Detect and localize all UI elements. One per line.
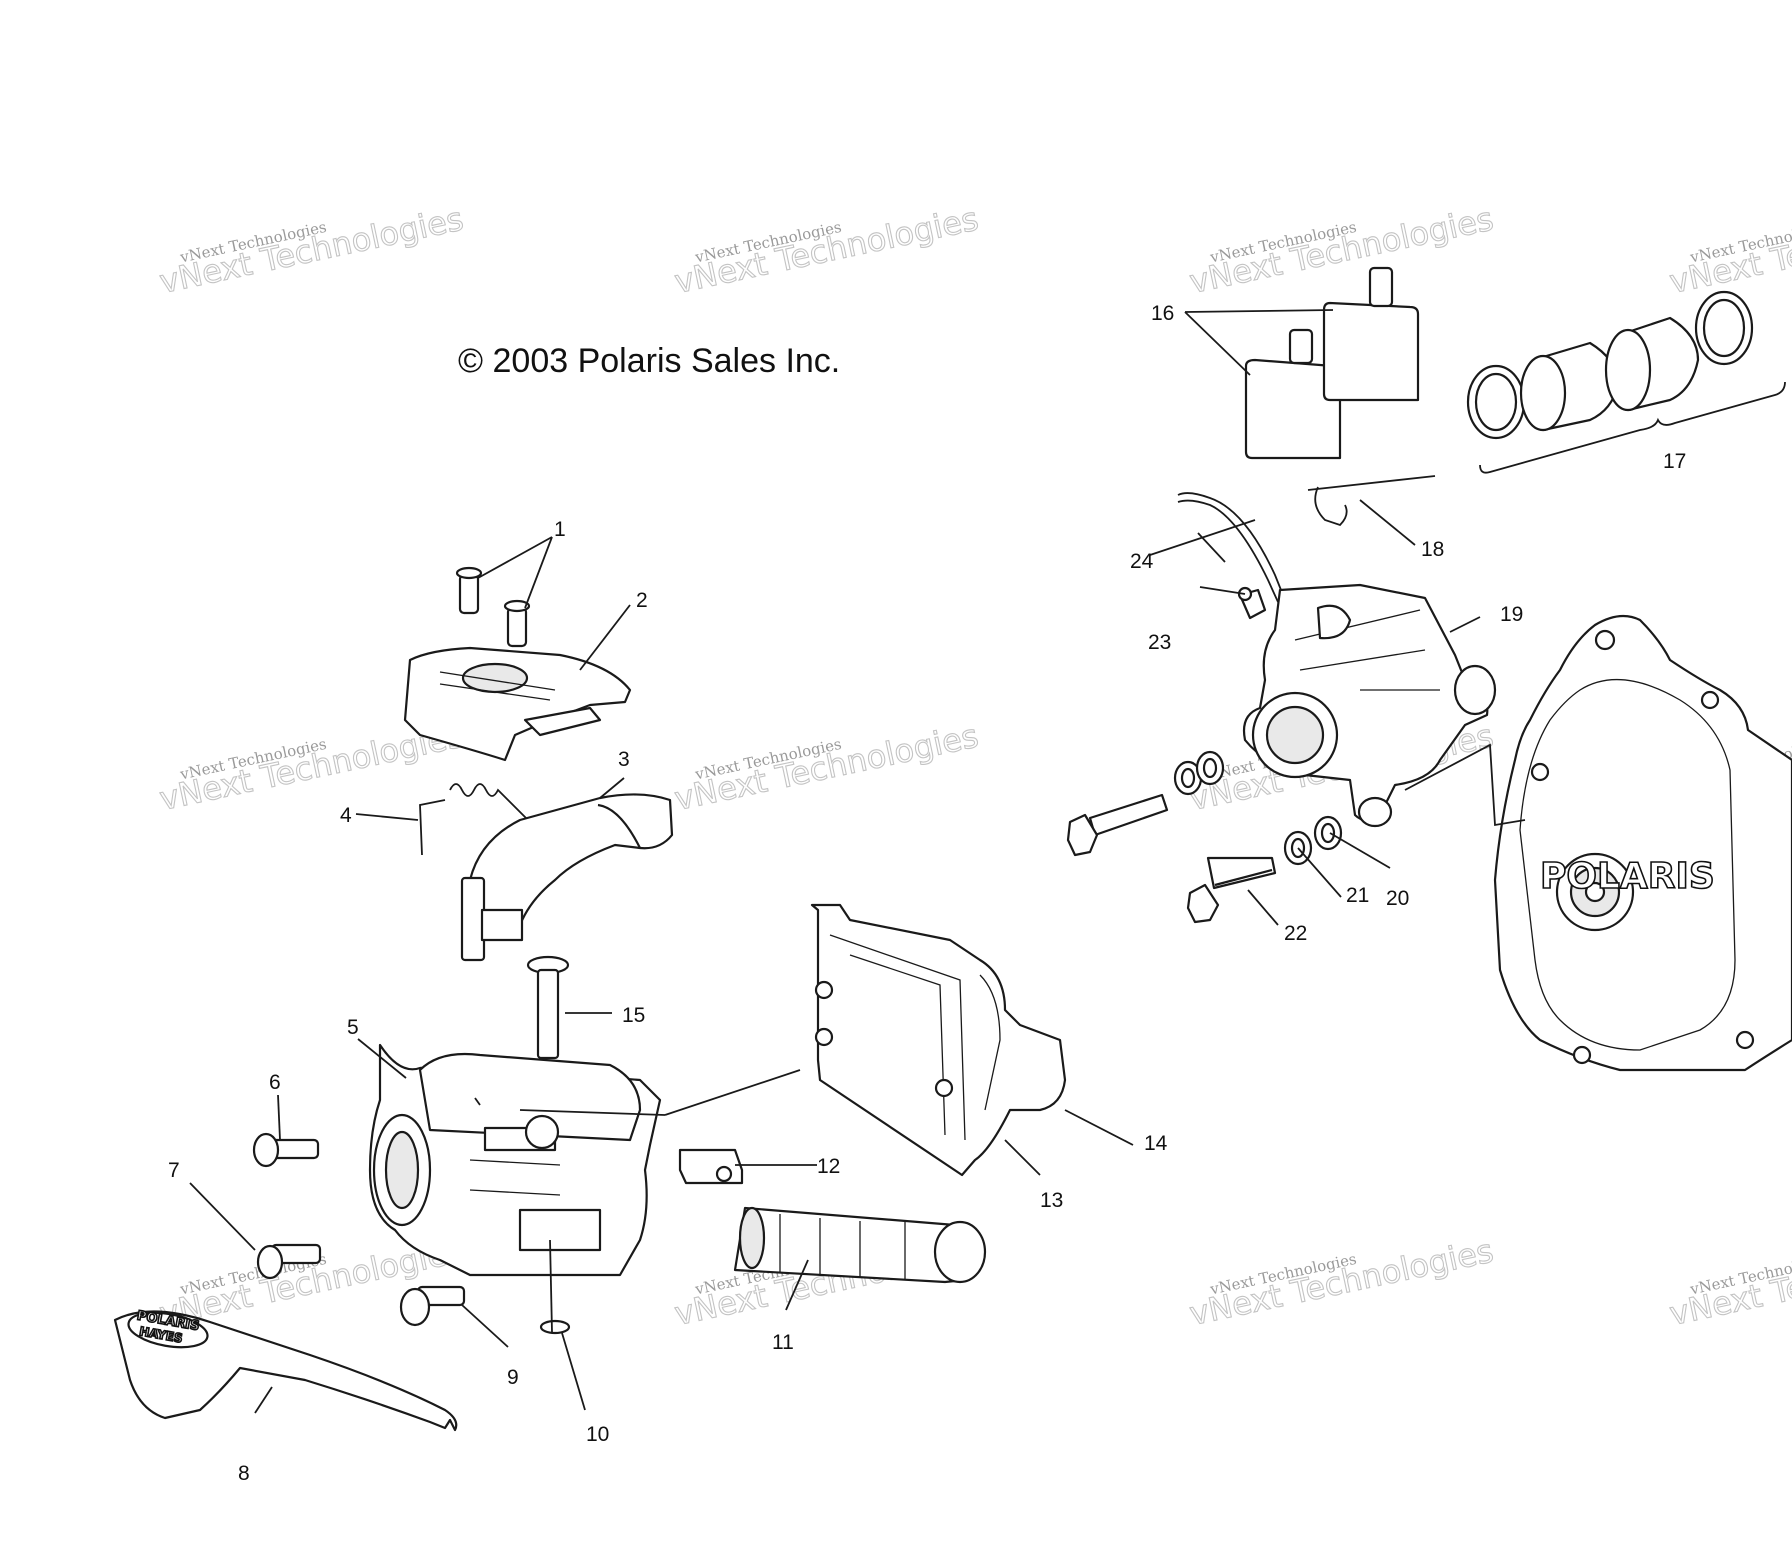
callout-6: 6 [269, 1071, 281, 1094]
copyright-text: © 2003 Polaris Sales Inc. [458, 342, 840, 380]
part-9-pin [399, 1285, 466, 1327]
part-19-caliper [1242, 583, 1497, 828]
part-13-reservoir-housing [810, 903, 1067, 1177]
watermark: vNext Technologies vNext Technologies [671, 716, 982, 819]
leader-lines [189, 309, 1526, 1414]
callout-numbers: 1 2 3 4 5 6 7 8 9 10 11 12 13 14 15 16 1… [168, 302, 1686, 1485]
part-16-brake-pads [1244, 266, 1420, 460]
callout-21: 21 [1346, 884, 1369, 907]
callout-11: 11 [772, 1331, 794, 1354]
callout-20: 20 [1386, 887, 1409, 910]
part-24-brake-line [1177, 492, 1286, 603]
watermark: vNext Technologies vNext Technologies [1666, 1231, 1792, 1334]
part-4-spring [419, 783, 529, 856]
callout-5: 5 [347, 1016, 359, 1039]
part-6-bolt [252, 1132, 320, 1168]
callout-10: 10 [586, 1423, 609, 1446]
callout-17: 17 [1663, 450, 1686, 473]
part-15-pin [526, 955, 570, 1060]
callout-15: 15 [622, 1004, 645, 1027]
watermark: vNext Technologies vNext Technologies [671, 199, 982, 302]
part-17-pistons-seals [1466, 290, 1786, 474]
callout-13: 13 [1040, 1189, 1063, 1212]
callout-7: 7 [168, 1159, 180, 1182]
callout-16: 16 [1151, 302, 1174, 325]
part-20-21-washers [1173, 750, 1343, 866]
callout-9: 9 [507, 1366, 519, 1389]
callout-23: 23 [1148, 631, 1171, 654]
part-23-bleeder [1237, 586, 1267, 620]
watermark: vNext Technologies vNext Technologies [1666, 199, 1792, 302]
part-2-reservoir-cover [403, 646, 632, 762]
callout-24: 24 [1130, 550, 1154, 573]
callout-18: 18 [1421, 538, 1444, 561]
callout-4: 4 [340, 804, 352, 827]
watermark: vNext Technologies vNext Technologies [1186, 199, 1497, 302]
chaincase-cover: POLARIS [1493, 614, 1792, 1072]
part-1-screws [455, 566, 531, 648]
watermark: vNext Technologies vNext Technologies [156, 199, 467, 302]
svg-text:vNext Technologies: vNext Technologies [1666, 200, 1792, 301]
part-8-brake-lever: POLARIS HAYES [113, 1308, 458, 1432]
callout-12: 12 [817, 1155, 840, 1178]
part-10-clip [539, 1319, 571, 1335]
callout-2: 2 [636, 589, 648, 612]
callout-1: 1 [554, 518, 566, 541]
callout-22: 22 [1284, 922, 1307, 945]
watermark: vNext Technologies vNext Technologies [1186, 1231, 1497, 1334]
part-11-piston [733, 1206, 987, 1284]
part-7-bolt [256, 1243, 322, 1280]
part-3-actuator [460, 793, 674, 962]
part-18-pad-pin [1307, 475, 1436, 527]
polaris-logo: POLARIS [1540, 856, 1715, 897]
callout-3: 3 [618, 748, 630, 771]
callout-8: 8 [238, 1462, 250, 1485]
callout-19: 19 [1500, 603, 1523, 626]
part-12-switch [678, 1148, 744, 1185]
part-5-body [368, 1043, 662, 1277]
svg-text:vNext Technologies: vNext Technologies [1666, 1232, 1792, 1333]
part-22-bolts [1066, 793, 1277, 924]
callout-14: 14 [1144, 1132, 1168, 1155]
